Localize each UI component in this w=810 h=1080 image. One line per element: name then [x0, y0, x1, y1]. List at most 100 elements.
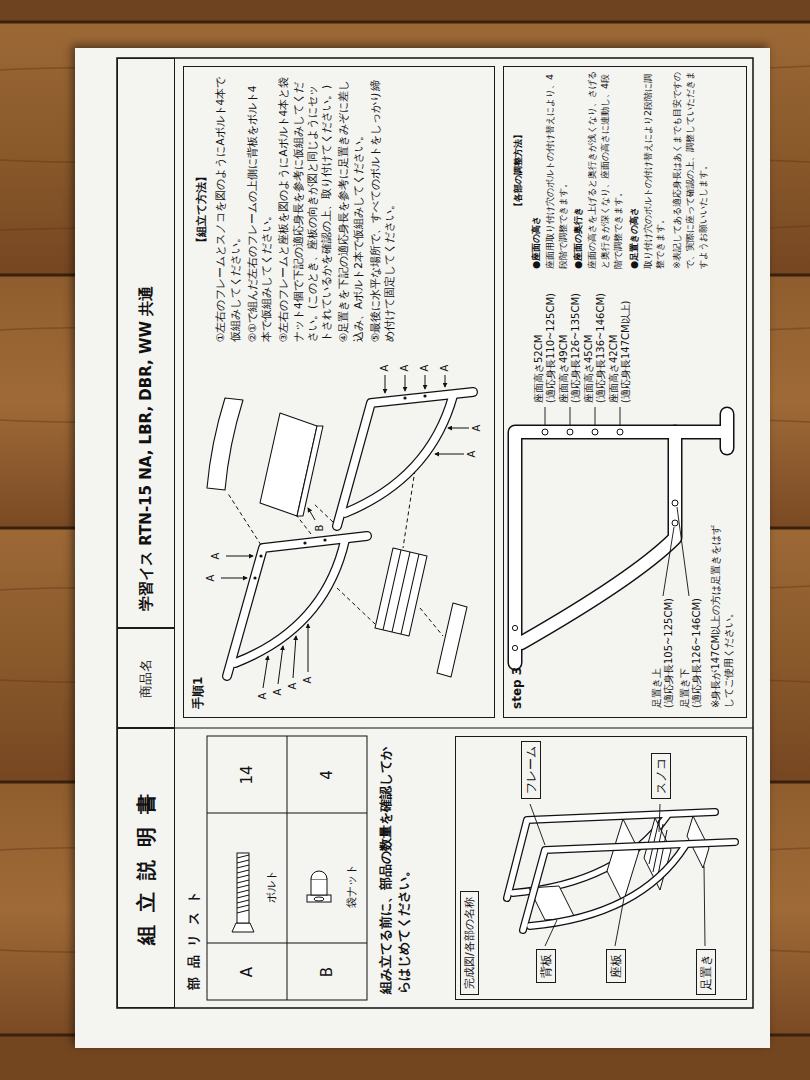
plank: [0, 0, 810, 22]
seat-board: [607, 819, 639, 903]
arrow: [405, 375, 406, 391]
step-panel: 手順1【組立て方法】①左右のフレームとスノコを図のようにAボルト4本で仮組みして…: [183, 66, 495, 718]
callout-label: 座面高さ49CM: [558, 335, 570, 403]
adjust-holes: [512, 429, 678, 651]
table-cell: ボルト: [264, 870, 279, 903]
outer-border: [117, 58, 753, 1008]
header-cell: 学習イス RTN-15 NA, LBR, DBR, WW 共通: [117, 58, 175, 628]
instruction-step: ③左右のフレームと座板を図のようにAボルト4本と袋ナット4個で下記の適応身長を参…: [276, 76, 333, 342]
near-frame: [530, 846, 685, 926]
instruction-text: 座面の高さを上げると奥行きが浅くなり、さげると奥行きが深くなり、座面の高さに連動…: [586, 71, 625, 269]
part-name: 背板: [539, 954, 553, 978]
leader-line: [595, 407, 596, 426]
callout-label: (適応身長126~135CM): [570, 293, 582, 403]
hole: [323, 538, 326, 541]
arrow: [445, 375, 446, 387]
side-frame: [337, 392, 473, 526]
side-frame: [227, 536, 367, 676]
part-name: 足置き: [699, 954, 713, 990]
bolt-head: [232, 923, 254, 932]
hole: [512, 625, 517, 630]
near-frame: [523, 842, 735, 930]
part-tag: スノコ: [651, 753, 671, 799]
hole: [617, 429, 623, 435]
arrow: [308, 508, 315, 520]
near-frame: [530, 846, 685, 926]
figure-heading: 完成図/各部の名称: [460, 891, 479, 995]
step-heading: 手順1: [190, 677, 207, 709]
callout-label: (適応身長147CM以上): [620, 301, 632, 404]
side-frame: [227, 536, 367, 676]
callout-letter: A: [257, 693, 269, 700]
hole: [567, 429, 573, 435]
bolt-arrows: [221, 375, 469, 688]
table-line: [287, 736, 288, 1000]
callout-letter: A: [466, 451, 478, 458]
instruction-step: ⑤最後に水平な場所で、すべてのボルトをしっかり締め付けて固定してください。: [368, 76, 397, 342]
leader-line: [570, 407, 571, 426]
bullet-heading: ●座面の奥行き: [572, 71, 585, 269]
table-border: [207, 736, 367, 1000]
side-frame: [235, 540, 345, 663]
instruction-text: 座面用取り付け穴のボルトの付け替えにより、4段階で調整できます。: [544, 71, 570, 269]
nut-hole: [314, 897, 324, 901]
arrow: [221, 578, 247, 579]
callout-leaders: [545, 407, 689, 596]
hole: [253, 576, 256, 579]
side-frame-fill: [227, 392, 473, 676]
hole: [423, 394, 426, 397]
hole: [592, 429, 598, 435]
nut-body: [311, 879, 327, 895]
callout-letter: A: [439, 365, 451, 372]
guide-line: [227, 492, 261, 545]
callout-label: 座面高さ52CM: [533, 335, 545, 403]
part-tag: 足置き: [696, 949, 716, 995]
part-tag: フレーム: [521, 741, 541, 799]
callout-label: 座面高さ45CM: [583, 335, 595, 403]
table-cell: 4: [318, 770, 336, 780]
arrow: [425, 375, 426, 389]
arrow: [308, 624, 309, 672]
hole: [672, 500, 678, 506]
part-name: 座板: [609, 954, 623, 978]
bullet-heading: ●座面の高さ: [530, 71, 543, 269]
guide-line: [313, 503, 333, 522]
leader-line: [615, 898, 624, 946]
hole: [672, 520, 678, 526]
table-cell: A: [238, 967, 256, 977]
section-heading: 【各部の調整方法】: [512, 71, 525, 269]
callout-label: (適応身長105~125CM): [663, 598, 675, 708]
leader-line: [677, 507, 689, 596]
figure-box: 完成図/各部の名称背板 座板 足置き フレーム スノコ: [455, 736, 747, 1000]
table-cell: 14: [238, 765, 256, 784]
instruction-text: 取り付け穴のボルトの付け替えにより2段階に調整できます。: [642, 71, 668, 269]
callout-letter: A: [379, 365, 391, 372]
completed-chair: [507, 804, 735, 946]
guide-line: [337, 588, 375, 624]
arrow: [385, 375, 386, 393]
part-name: フレーム: [524, 746, 538, 794]
guide-line: [420, 608, 443, 636]
leader-line: [620, 407, 621, 426]
bolt-shank: [237, 853, 249, 923]
hole: [303, 541, 306, 544]
text-column: 【各部の調整方法】 ●座面の高さ座面用取り付け穴のボルトの付け替えにより、4段階で…: [512, 71, 713, 269]
connector-layer: [75, 48, 770, 1048]
callout-letter: A: [399, 365, 411, 372]
bullet-heading: ●足置きの高さ: [628, 71, 641, 269]
seat-edge: [297, 426, 323, 516]
callout-label: 座面高さ42CM: [608, 335, 620, 403]
note-text: 組み立てる前に、部品の数量を確認してからはじめてください。: [377, 738, 413, 994]
side-frame: [337, 392, 473, 526]
callout-letter: A: [419, 365, 431, 372]
chair-parts: [207, 398, 467, 677]
sheet-frame: [117, 58, 753, 1008]
callout-letter: A: [205, 575, 217, 582]
exploded-view: [207, 375, 473, 688]
arrow: [293, 636, 296, 678]
near-frame-outline: [523, 842, 735, 930]
hole: [542, 429, 548, 435]
instruction-step: ②①で組んだ左右のフレームの上側に背板をボルト4本で仮組みしてください。: [245, 76, 274, 342]
nut-dome: [311, 871, 327, 879]
cap-nut-icon: [307, 871, 331, 902]
